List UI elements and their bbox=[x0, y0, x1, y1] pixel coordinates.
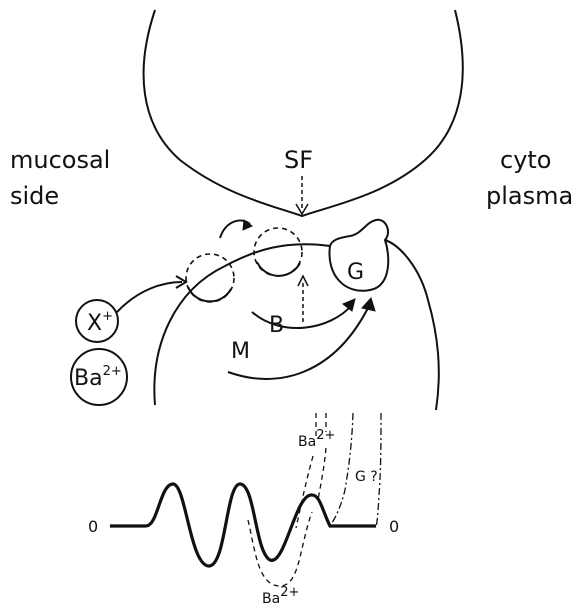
svg-text:X+: X+ bbox=[87, 309, 113, 336]
profile-ba-upper-charge: 2+ bbox=[316, 428, 335, 443]
profile-g-question-label: G ? bbox=[355, 469, 378, 485]
cyto-label: cyto bbox=[500, 146, 552, 174]
channel-left-wall bbox=[154, 266, 225, 405]
profile-ba-lower-label: Ba bbox=[262, 591, 280, 605]
site-b-solid-arc bbox=[257, 262, 300, 276]
sf-label: SF bbox=[284, 146, 313, 174]
site-m-solid-arc bbox=[188, 287, 231, 301]
m-to-g-arrowhead-icon bbox=[362, 298, 375, 311]
cyto-plasma-label: plasma bbox=[486, 182, 573, 210]
svg-text:Ba2+: Ba2+ bbox=[74, 364, 122, 391]
ion-ba-label: Ba bbox=[74, 366, 103, 391]
channel-right-wall bbox=[385, 240, 439, 410]
profile-ba-lower-charge: 2+ bbox=[280, 585, 299, 600]
profile-zero-left-label: 0 bbox=[88, 517, 98, 536]
ion-ba-charge: 2+ bbox=[103, 364, 122, 379]
profile-ba-upper-label: Ba bbox=[298, 434, 316, 450]
profile-zero-right-label: 0 bbox=[389, 517, 399, 536]
b-to-g-arrow bbox=[252, 305, 352, 328]
mucosal-side-label: side bbox=[10, 182, 59, 210]
ions-to-m-arrow bbox=[117, 282, 182, 312]
site-g-label: G bbox=[347, 260, 364, 285]
svg-text:Ba2+: Ba2+ bbox=[262, 585, 299, 605]
selectivity-filter-funnel bbox=[144, 10, 463, 216]
profile-ba-lower-dashed-well bbox=[248, 512, 312, 586]
site-m-label: M bbox=[231, 339, 250, 364]
mucosal-label: mucosal bbox=[10, 146, 110, 174]
svg-text:Ba2+: Ba2+ bbox=[298, 428, 335, 450]
ion-x-charge: + bbox=[102, 309, 113, 324]
profile-ba-upper-curve-right bbox=[318, 448, 326, 500]
ion-x-label: X bbox=[87, 311, 102, 336]
b-to-g-arrowhead-icon bbox=[343, 299, 355, 311]
channel-membrane-line bbox=[225, 244, 330, 266]
energy-profile-curve bbox=[110, 484, 376, 566]
